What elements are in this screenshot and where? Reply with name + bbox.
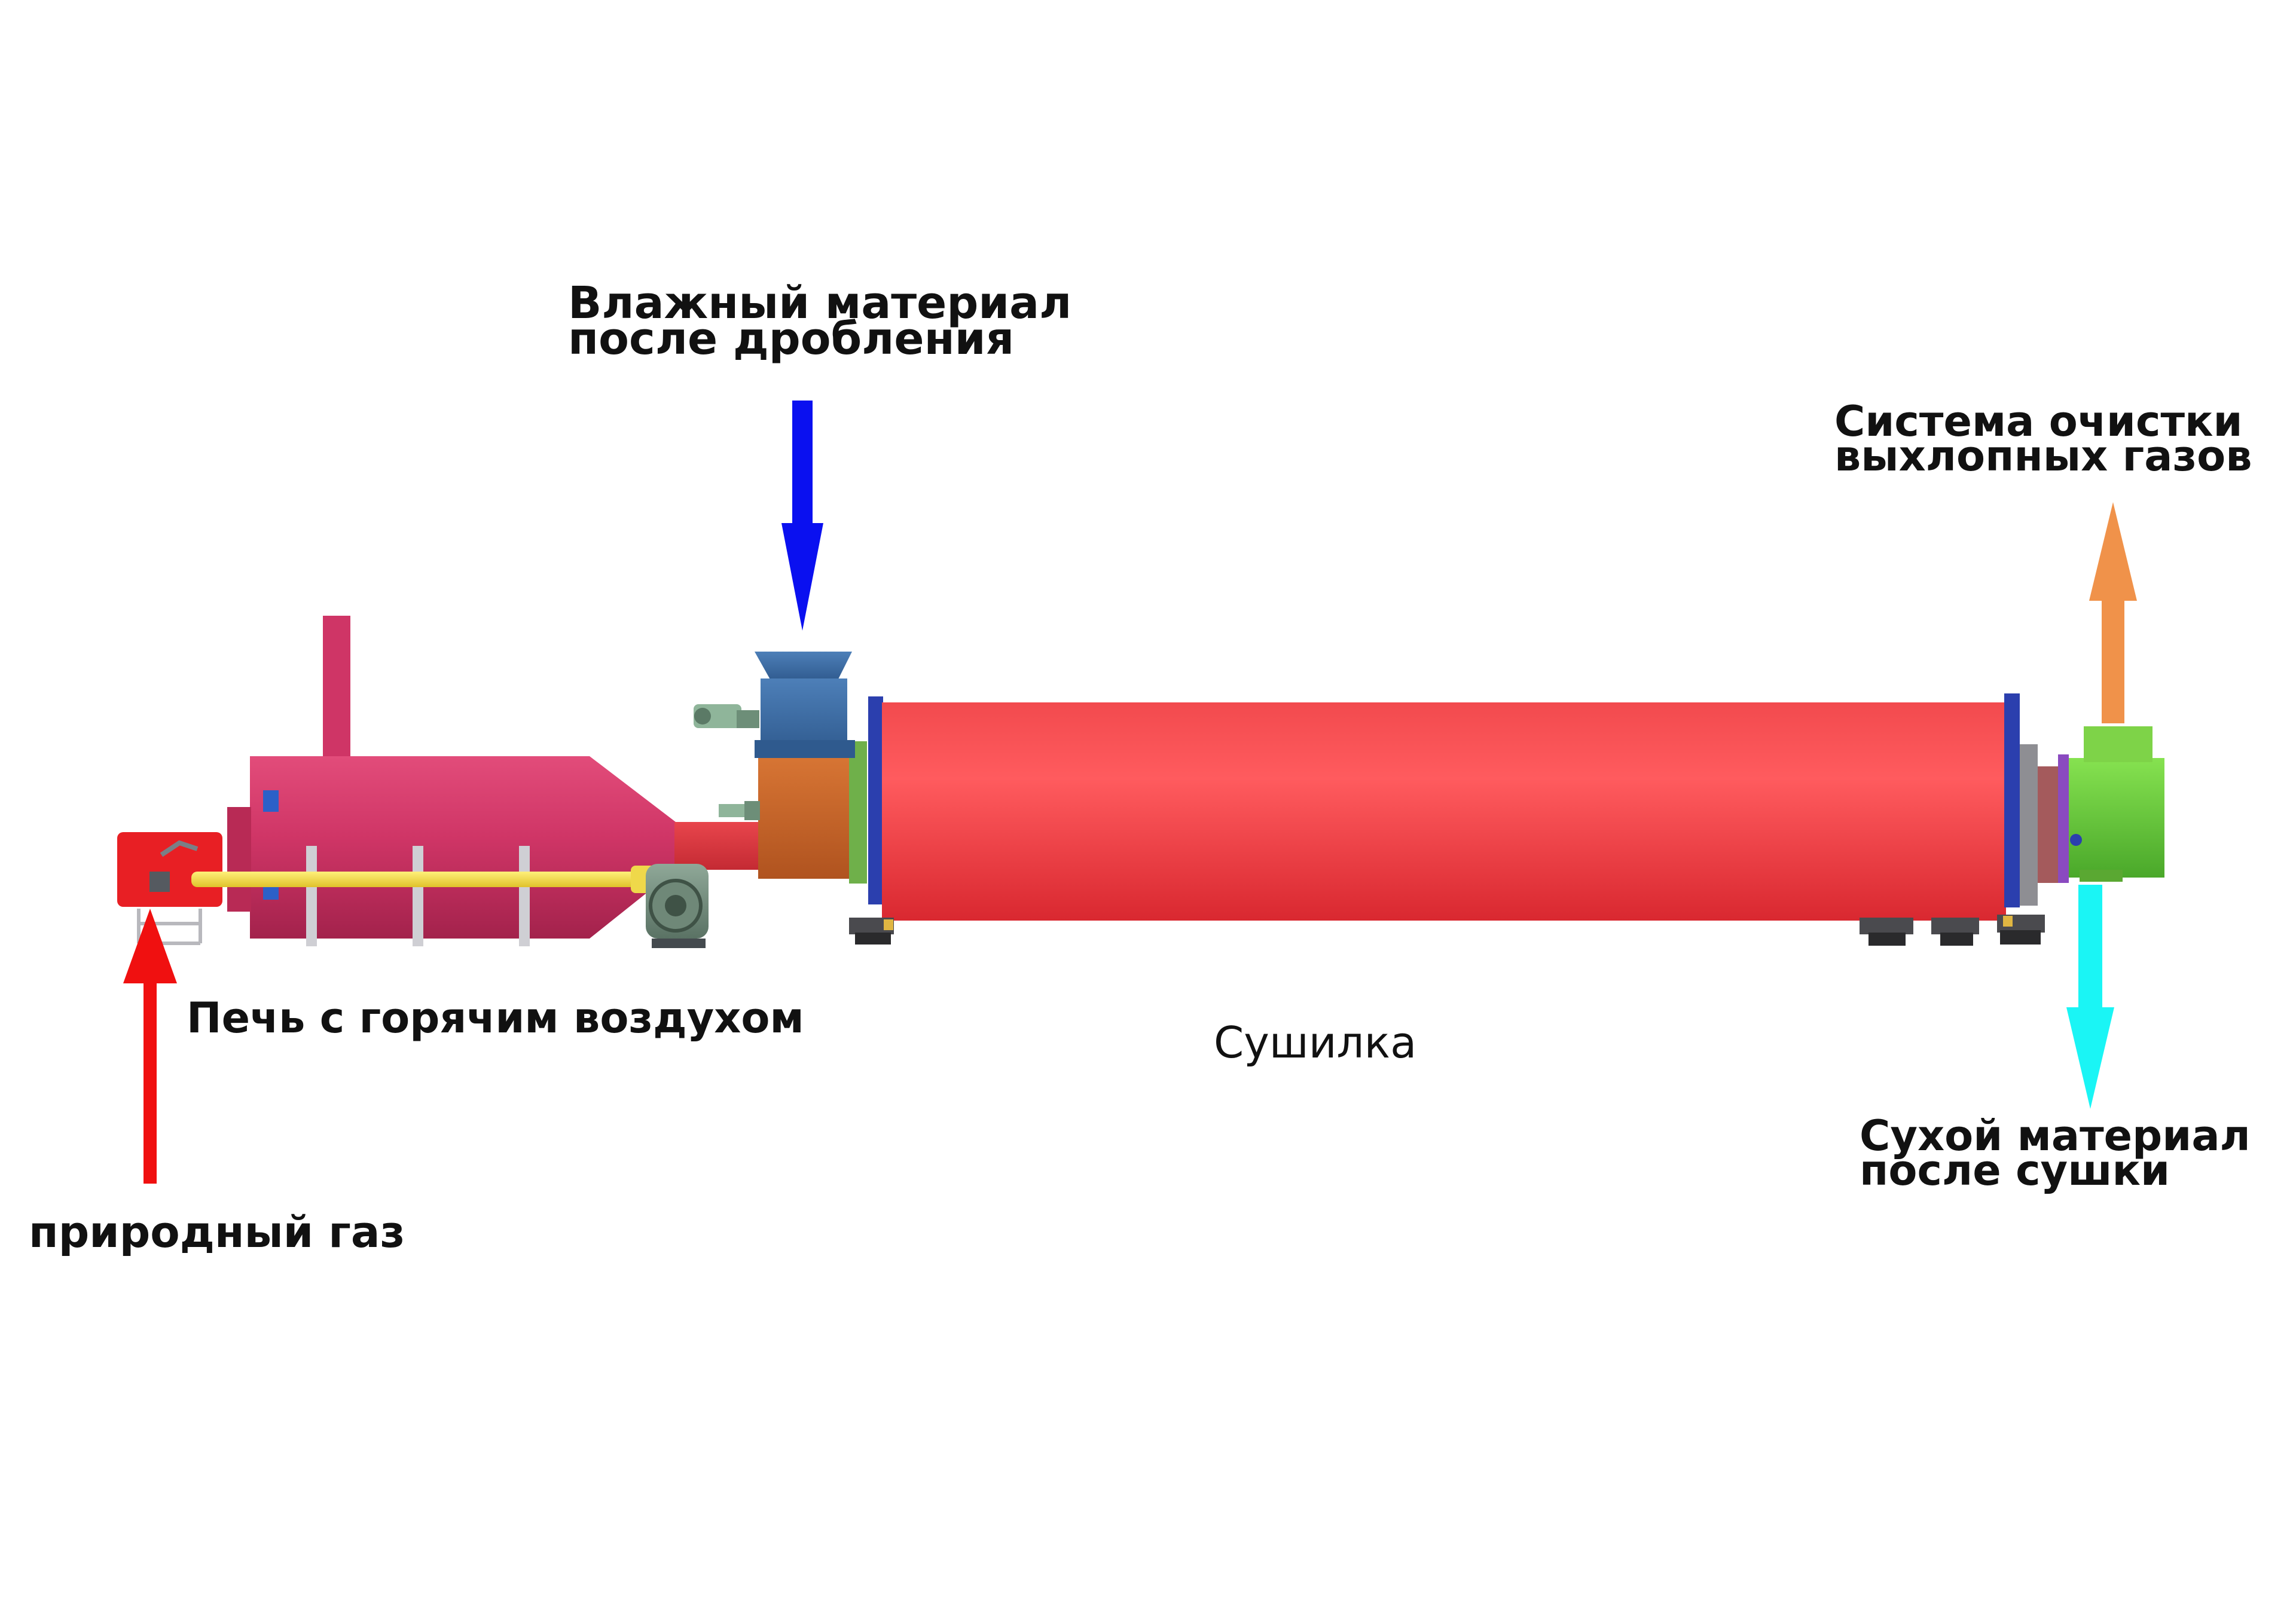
feed-hopper-base [755, 740, 855, 758]
dryer-label: Сушилка [1214, 1017, 1417, 1068]
natural-gas-label: природный газ [29, 1207, 405, 1257]
dry-material-label-line2: после сушки [1860, 1146, 2170, 1195]
discharge-collar [2058, 754, 2069, 883]
inlet-collar [849, 741, 867, 884]
rotary-dryer [849, 693, 2164, 946]
dryer-support [1860, 918, 1913, 946]
dry-material-arrow [2066, 885, 2114, 1109]
dryer-support [849, 918, 894, 945]
dryer-support [1931, 918, 1979, 946]
dry-material-label-line1: Сухой материал [1860, 1111, 2251, 1160]
feed-hopper-top [755, 652, 852, 681]
furnace-leg [306, 846, 317, 946]
wet-material-label-line2: после дробления [568, 313, 1015, 365]
drive-ring [2038, 766, 2062, 883]
discharge-outlet [2080, 870, 2123, 882]
hood-gauge [2070, 834, 2082, 846]
furnace-sight-window [263, 790, 279, 812]
furnace-cone [590, 756, 676, 939]
blower-fan [646, 864, 709, 948]
feed-section [694, 652, 867, 884]
exhaust-outlet-stub [2084, 726, 2152, 762]
chute-motor [719, 801, 760, 820]
furnace-chimney [323, 616, 350, 771]
burner-box [149, 872, 170, 892]
dryer-drum [882, 702, 2006, 921]
dryer-outlet-flange [2004, 693, 2020, 907]
burner-linkage [160, 840, 199, 857]
dryer-inlet-flange [868, 696, 883, 904]
exhaust-cleaning-label-line2: выхлопных газов [1834, 432, 2252, 481]
feed-chute [758, 756, 851, 879]
hot-air-furnace-label: Печь с горячим воздухом [187, 994, 804, 1043]
feeder-gear-motor [694, 704, 759, 728]
wet-material-arrow [781, 401, 823, 631]
furnace-leg [519, 846, 530, 946]
dryer-support [1997, 915, 2045, 945]
dry-material-label: Сухой материал после сушки [1860, 1115, 2251, 1191]
exhaust-cleaning-label: Система очистки выхлопных газов [1834, 401, 2252, 477]
natural-gas-arrow [123, 909, 177, 1184]
exhaust-arrow [2089, 502, 2137, 723]
gas-pipe [191, 872, 645, 887]
furnace-front-ring [227, 807, 251, 912]
girth-gear [2020, 744, 2038, 906]
furnace-outlet-duct [674, 822, 758, 870]
furnace-leg [413, 846, 423, 946]
wet-material-label-line1: Влажный материал [568, 277, 1072, 329]
hot-air-furnace [117, 616, 758, 948]
exhaust-cleaning-label-line1: Система очистки [1834, 397, 2243, 446]
burner-housing [117, 832, 222, 907]
wet-material-label: Влажный материал после дробления [568, 281, 1071, 361]
discharge-hood [2069, 758, 2164, 878]
